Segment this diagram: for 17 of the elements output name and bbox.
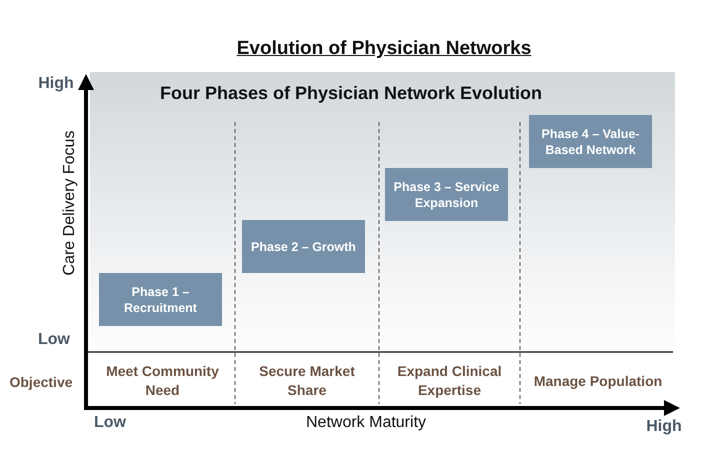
axis-high-label: High xyxy=(646,418,682,436)
x-axis-title: Network Maturity xyxy=(306,414,426,432)
y-axis-title: Care Delivery Focus xyxy=(61,130,79,276)
axis-high-label: High xyxy=(38,75,74,93)
phase-box: Phase 3 – Service Expansion xyxy=(385,168,508,221)
phase-box: Phase 1 – Recruitment xyxy=(99,273,222,326)
objective-text: Manage Population xyxy=(534,372,662,390)
phase-box: Phase 2 – Growth xyxy=(242,220,365,273)
row-header: Objective xyxy=(9,372,73,392)
diagram-title: Evolution of Physician Networks xyxy=(236,38,532,60)
panel-heading: Four Phases of Physician Network Evolution xyxy=(160,83,542,104)
objective-text: Secure Market Share xyxy=(258,362,356,400)
phase-box: Phase 4 – Value-Based Network xyxy=(529,115,652,168)
objective-text: Expand Clinical Expertise xyxy=(396,362,503,400)
axis-low-label: Low xyxy=(94,414,126,432)
axis-low-label: Low xyxy=(38,331,70,349)
objective-text: Meet Community Need xyxy=(105,362,220,400)
